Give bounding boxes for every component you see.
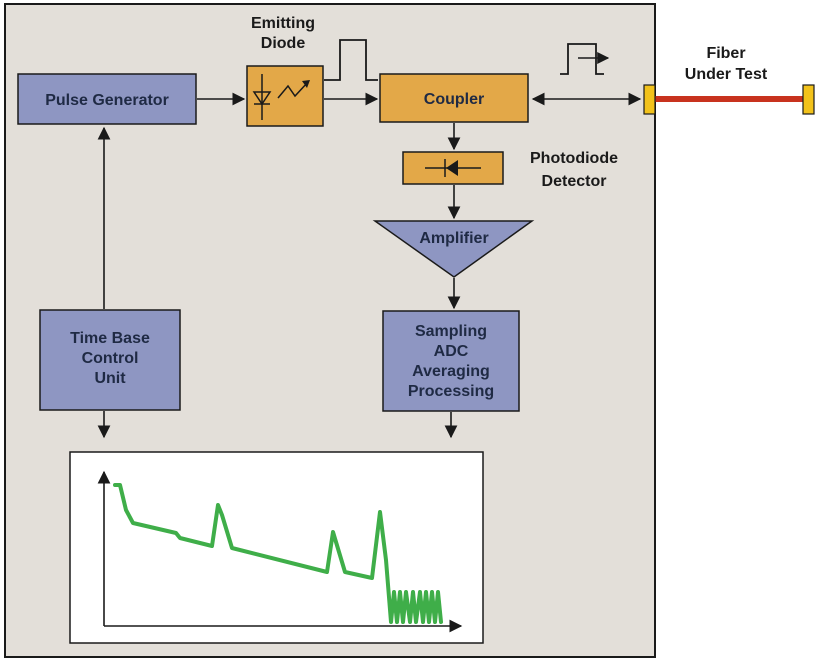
sampling-adc-block: Sampling ADC Averaging Processing <box>382 310 520 412</box>
amplifier-block: Amplifier <box>372 220 535 278</box>
time-base-label-line1: Time Base <box>70 330 150 347</box>
coupler-label: Coupler <box>424 91 484 108</box>
pulse-generator-block: Pulse Generator <box>17 73 197 125</box>
photodiode-label-line1: Photodiode <box>530 150 618 167</box>
led-icon <box>252 74 310 120</box>
photodiode-icon <box>425 159 481 177</box>
emitting-diode-block <box>246 65 324 127</box>
pulse-waveform-icon <box>324 39 378 81</box>
connection-arrows <box>97 92 642 439</box>
photodiode-label-line2: Detector <box>542 173 607 190</box>
time-base-label-line2: Control <box>82 350 139 367</box>
sampling-label-line4: Processing <box>408 383 494 400</box>
emitting-diode-label-line2: Diode <box>261 35 306 52</box>
sampling-label-line3: Averaging <box>412 363 490 380</box>
sampling-label-line2: ADC <box>434 343 469 360</box>
trace-display <box>69 451 484 644</box>
fiber-connector-right <box>802 84 815 115</box>
time-base-label-line3: Unit <box>94 370 126 387</box>
amplifier-label: Amplifier <box>419 230 488 247</box>
time-base-control-block: Time Base Control Unit <box>39 309 181 411</box>
fiber-connector-left <box>643 84 656 115</box>
photodiode-detector-block <box>402 151 504 185</box>
fiber-label-line1: Fiber <box>706 45 745 62</box>
bidirectional-pulse-icon <box>560 43 610 75</box>
otdr-trace <box>113 483 443 624</box>
pulse-generator-label: Pulse Generator <box>45 92 169 109</box>
fiber-label-line2: Under Test <box>685 66 768 83</box>
emitting-diode-label-line1: Emitting <box>251 15 315 32</box>
sampling-label-line1: Sampling <box>415 323 487 340</box>
fiber-under-test <box>643 84 815 115</box>
coupler-block: Coupler <box>379 73 529 123</box>
